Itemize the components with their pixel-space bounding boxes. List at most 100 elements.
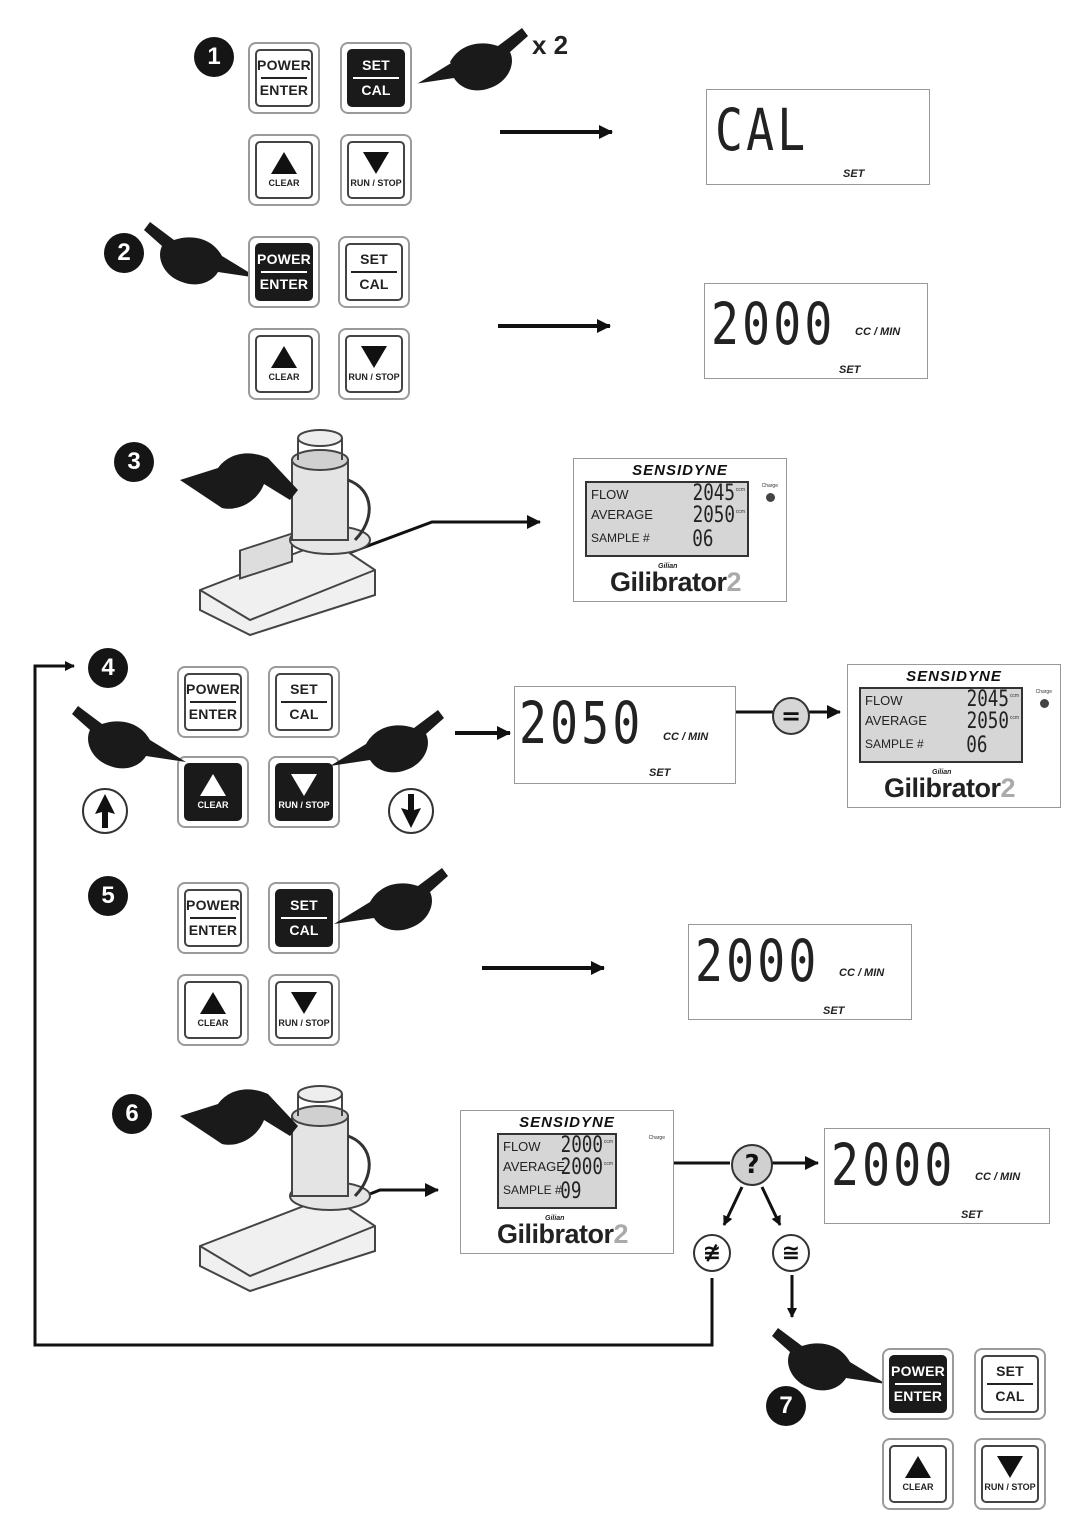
brand-logo: SENSIDYNE — [632, 462, 728, 479]
model-name: Gilibrator — [497, 1219, 614, 1249]
lcd-display-step5: 2000 CC / MIN SET — [688, 924, 912, 1020]
flow-label: FLOW — [503, 1139, 541, 1154]
key-label-clear: CLEAR — [268, 178, 300, 188]
pointing-hand-icon — [772, 1328, 886, 1391]
runstop-down-key[interactable]: RUN / STOP — [974, 1438, 1046, 1510]
clear-up-key[interactable]: CLEAR — [248, 328, 320, 400]
flow-unit: ccm — [735, 487, 745, 493]
average-unit: ccm — [735, 509, 745, 515]
power-enter-key[interactable]: POWER ENTER — [177, 666, 249, 738]
model-name: Gilibrator — [610, 567, 727, 597]
flow-value: 2045 — [966, 687, 1009, 712]
flow-value: 2000 — [560, 1133, 603, 1158]
clear-up-key[interactable]: CLEAR — [882, 1438, 954, 1510]
key-label-cal: CAL — [995, 1388, 1025, 1404]
pointing-hand-icon — [72, 706, 186, 769]
model-logo: Gilibrator2 — [610, 567, 742, 598]
lcd-display-step2: 2000 CC / MIN SET — [704, 283, 928, 379]
runstop-down-key[interactable]: RUN / STOP — [268, 974, 340, 1046]
brand-logo: SENSIDYNE — [906, 668, 1002, 685]
clear-up-key[interactable]: CLEAR — [177, 756, 249, 828]
average-unit: ccm — [1009, 715, 1019, 721]
clear-up-key[interactable]: CLEAR — [177, 974, 249, 1046]
lcd-unit: CC / MIN — [839, 967, 885, 979]
up-arrow-icon — [905, 1456, 931, 1478]
maker-label: Gilian — [932, 769, 952, 776]
runstop-down-key[interactable]: RUN / STOP — [338, 328, 410, 400]
lcd-unit: CC / MIN — [855, 326, 901, 338]
pointing-hand-icon — [330, 710, 444, 773]
lcd-value: CAL — [715, 96, 809, 164]
pointing-hand-icon — [144, 222, 258, 285]
sample-label: SAMPLE # — [591, 531, 650, 545]
model-number: 2 — [613, 1219, 629, 1249]
lcd-value: 2000 — [831, 1131, 956, 1199]
step-badge-7: 7 — [766, 1386, 806, 1426]
approx-icon: ≅ — [772, 1234, 810, 1272]
up-arrow-icon — [271, 152, 297, 174]
key-label-set: SET — [290, 681, 318, 697]
pointing-hand-icon — [334, 868, 448, 931]
key-label-power: POWER — [257, 251, 311, 267]
gilibrator-device-illustration — [180, 429, 376, 637]
key-label-runstop: RUN / STOP — [278, 800, 330, 810]
average-value: 2050 — [692, 503, 735, 528]
key-label-enter: ENTER — [188, 706, 238, 722]
model-logo: Gilibrator2 — [497, 1219, 629, 1250]
key-label-set: SET — [290, 897, 318, 913]
lcd-value: 2050 — [519, 689, 644, 757]
key-label-power: POWER — [257, 57, 311, 73]
power-enter-key[interactable]: POWER ENTER — [248, 236, 320, 308]
average-label: AVERAGE — [591, 507, 653, 522]
step-badge-6: 6 — [112, 1094, 152, 1134]
key-label-enter: ENTER — [259, 276, 309, 292]
flow-value: 2045 — [692, 481, 735, 506]
key-label-enter: ENTER — [259, 82, 309, 98]
key-label-power: POWER — [186, 681, 240, 697]
power-enter-key[interactable]: POWER ENTER — [248, 42, 320, 114]
key-label-cal: CAL — [359, 276, 389, 292]
down-arrow-icon — [291, 774, 317, 796]
model-logo: Gilibrator2 — [884, 773, 1016, 804]
lcd-value: 2000 — [695, 927, 820, 995]
sample-label: SAMPLE # — [865, 737, 924, 751]
flow-unit: ccm — [1009, 693, 1019, 699]
runstop-down-key[interactable]: RUN / STOP — [340, 134, 412, 206]
runstop-down-key[interactable]: RUN / STOP — [268, 756, 340, 828]
charge-led-icon — [766, 493, 775, 502]
flow-label: FLOW — [865, 693, 903, 708]
clear-up-key[interactable]: CLEAR — [248, 134, 320, 206]
step-badge-5: 5 — [88, 876, 128, 916]
average-value: 2050 — [966, 709, 1009, 734]
step-badge-1: 1 — [194, 37, 234, 77]
lcd-set-label: SET — [649, 767, 671, 779]
equals-icon: = — [772, 697, 810, 735]
key-label-clear: CLEAR — [197, 800, 229, 810]
average-label: AVERAGE — [865, 713, 927, 728]
arrow-q-approx — [760, 1186, 782, 1226]
average-value: 2000 — [560, 1155, 603, 1180]
charge-label: Charge — [1035, 689, 1052, 695]
key-label-set: SET — [362, 57, 390, 73]
gilibrator-screen: FLOW 2045 ccm AVERAGE 2050 ccm SAMPLE # … — [585, 481, 749, 557]
flow-unit: ccm — [603, 1139, 613, 1145]
lcd-display-step6: 2000 CC / MIN SET — [824, 1128, 1050, 1224]
up-arrow-icon — [271, 346, 297, 368]
maker-label: Gilian — [545, 1215, 565, 1222]
gilibrator-display-step4: SENSIDYNE Charge FLOW 2045 ccm AVERAGE 2… — [847, 664, 1061, 808]
key-label-runstop: RUN / STOP — [350, 178, 402, 188]
model-number: 2 — [726, 567, 742, 597]
flow-label: FLOW — [591, 487, 629, 502]
lcd-set-label: SET — [839, 364, 861, 376]
loop-back-line — [33, 661, 714, 1347]
repeat-count: x 2 — [532, 30, 569, 60]
sample-value: 09 — [559, 1179, 581, 1204]
arrow-q-notapprox — [722, 1186, 744, 1226]
